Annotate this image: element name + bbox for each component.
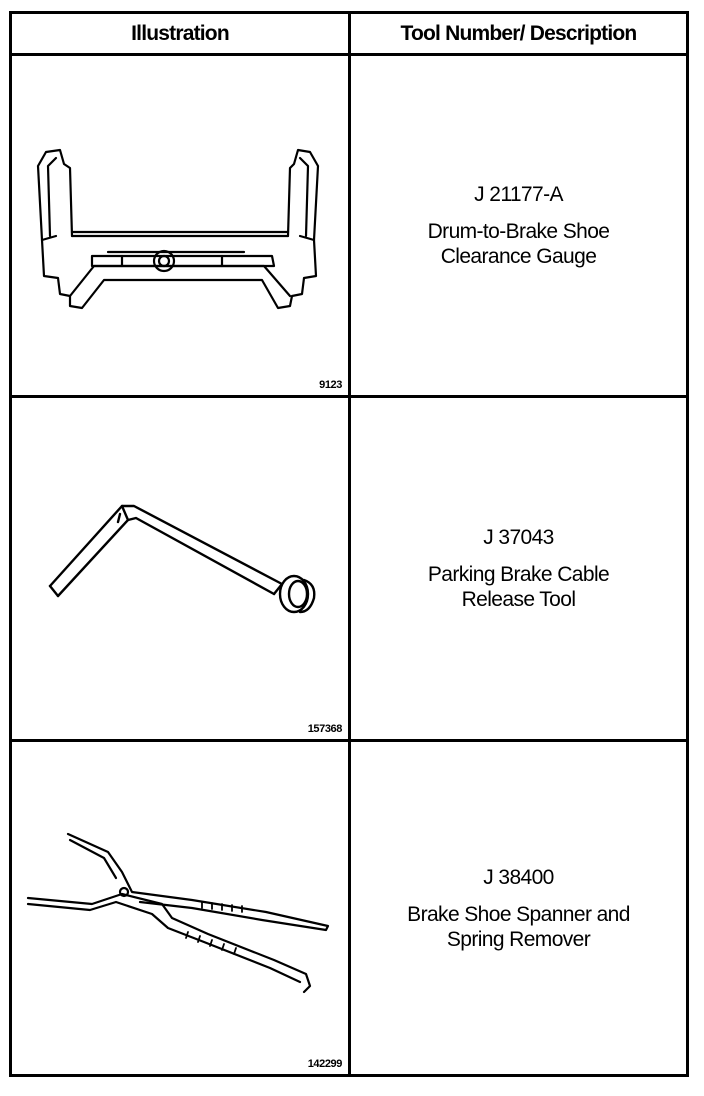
tool-number: J 38400 bbox=[483, 865, 554, 889]
illustration-cell: 9123 bbox=[12, 56, 351, 395]
figure-number: 142299 bbox=[307, 1058, 343, 1070]
figure-number: 157368 bbox=[307, 723, 343, 735]
description-cell: J 37043 Parking Brake Cable Release Tool bbox=[351, 398, 686, 739]
tool-number: J 21177-A bbox=[474, 183, 563, 206]
clearance-gauge-icon bbox=[36, 148, 320, 310]
illustration-cell: 142299 bbox=[12, 742, 351, 1074]
header-tool-number-description: Tool Number/ Description bbox=[400, 21, 638, 45]
figure-number: 9123 bbox=[319, 379, 342, 391]
tool-description: Drum-to-Brake Shoe Clearance Gauge bbox=[427, 220, 610, 268]
tool-description: Parking Brake Cable Release Tool bbox=[427, 563, 610, 611]
description-cell: J 21177-A Drum-to-Brake Shoe Clearance G… bbox=[351, 56, 686, 395]
table-row: 157368 J 37043 Parking Brake Cable Relea… bbox=[12, 398, 686, 742]
tool-description: Brake Shoe Spanner and Spring Remover bbox=[407, 902, 630, 951]
table-header: Illustration Tool Number/ Description bbox=[12, 14, 686, 56]
table-row: 9123 J 21177-A Drum-to-Brake Shoe Cleara… bbox=[12, 56, 686, 398]
cable-release-tool-icon bbox=[48, 504, 316, 614]
tool-table: Illustration Tool Number/ Description bbox=[9, 11, 689, 1077]
illustration-cell: 157368 bbox=[12, 398, 351, 739]
header-illustration: Illustration bbox=[12, 14, 351, 53]
spanner-spring-remover-icon bbox=[26, 832, 330, 994]
tool-number: J 37043 bbox=[483, 526, 554, 549]
description-cell: J 38400 Brake Shoe Spanner and Spring Re… bbox=[351, 742, 686, 1074]
table-row: 142299 J 38400 Brake Shoe Spanner and Sp… bbox=[12, 742, 686, 1074]
